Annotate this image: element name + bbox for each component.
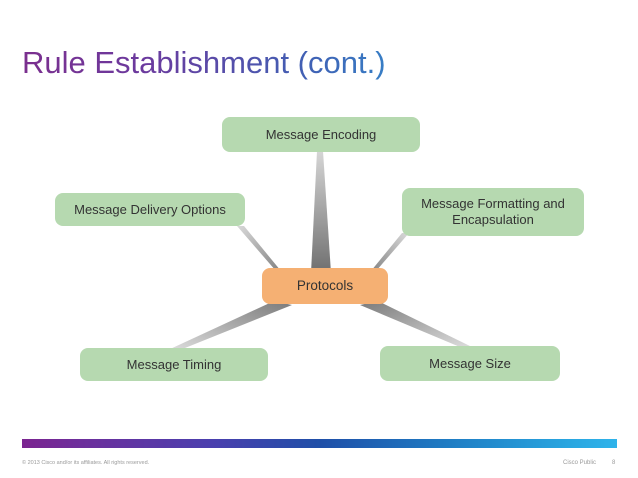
diagram-node-message-delivery-options[interactable]: Message Delivery Options bbox=[55, 193, 245, 226]
diagram-node-message-encoding[interactable]: Message Encoding bbox=[222, 117, 420, 152]
diagram-node-protocols[interactable]: Protocols bbox=[262, 268, 388, 304]
diagram-center-label: Protocols bbox=[296, 278, 354, 293]
page-title: Rule Establishment (cont.) bbox=[22, 41, 582, 85]
diagram-node-label: Message Formatting and Encapsulation bbox=[421, 196, 565, 227]
footer-confidentiality-label: Cisco Public bbox=[563, 460, 597, 466]
spoke-to-timing bbox=[168, 301, 292, 350]
diagram-node-label: Message Timing bbox=[126, 356, 222, 372]
diagram-node-message-timing[interactable]: Message Timing bbox=[80, 348, 268, 381]
diagram-node-message-formatting-and-encapsulation[interactable]: Message Formatting and Encapsulation bbox=[402, 188, 584, 236]
diagram-node-message-size[interactable]: Message Size bbox=[380, 346, 560, 381]
diagram-node-label: Message Delivery Options bbox=[74, 201, 226, 217]
spoke-to-encoding bbox=[311, 151, 331, 273]
footer-gradient-bar bbox=[22, 439, 617, 448]
radial-diagram: Message Encoding Message Delivery Option… bbox=[0, 95, 638, 405]
footer-page-number: 8 bbox=[612, 460, 616, 466]
diagram-node-label: Message Encoding bbox=[265, 126, 377, 142]
footer-copyright: © 2013 Cisco and/or its affiliates. All … bbox=[22, 460, 150, 466]
diagram-node-label: Message Size bbox=[429, 355, 511, 371]
spoke-to-size bbox=[360, 301, 472, 347]
